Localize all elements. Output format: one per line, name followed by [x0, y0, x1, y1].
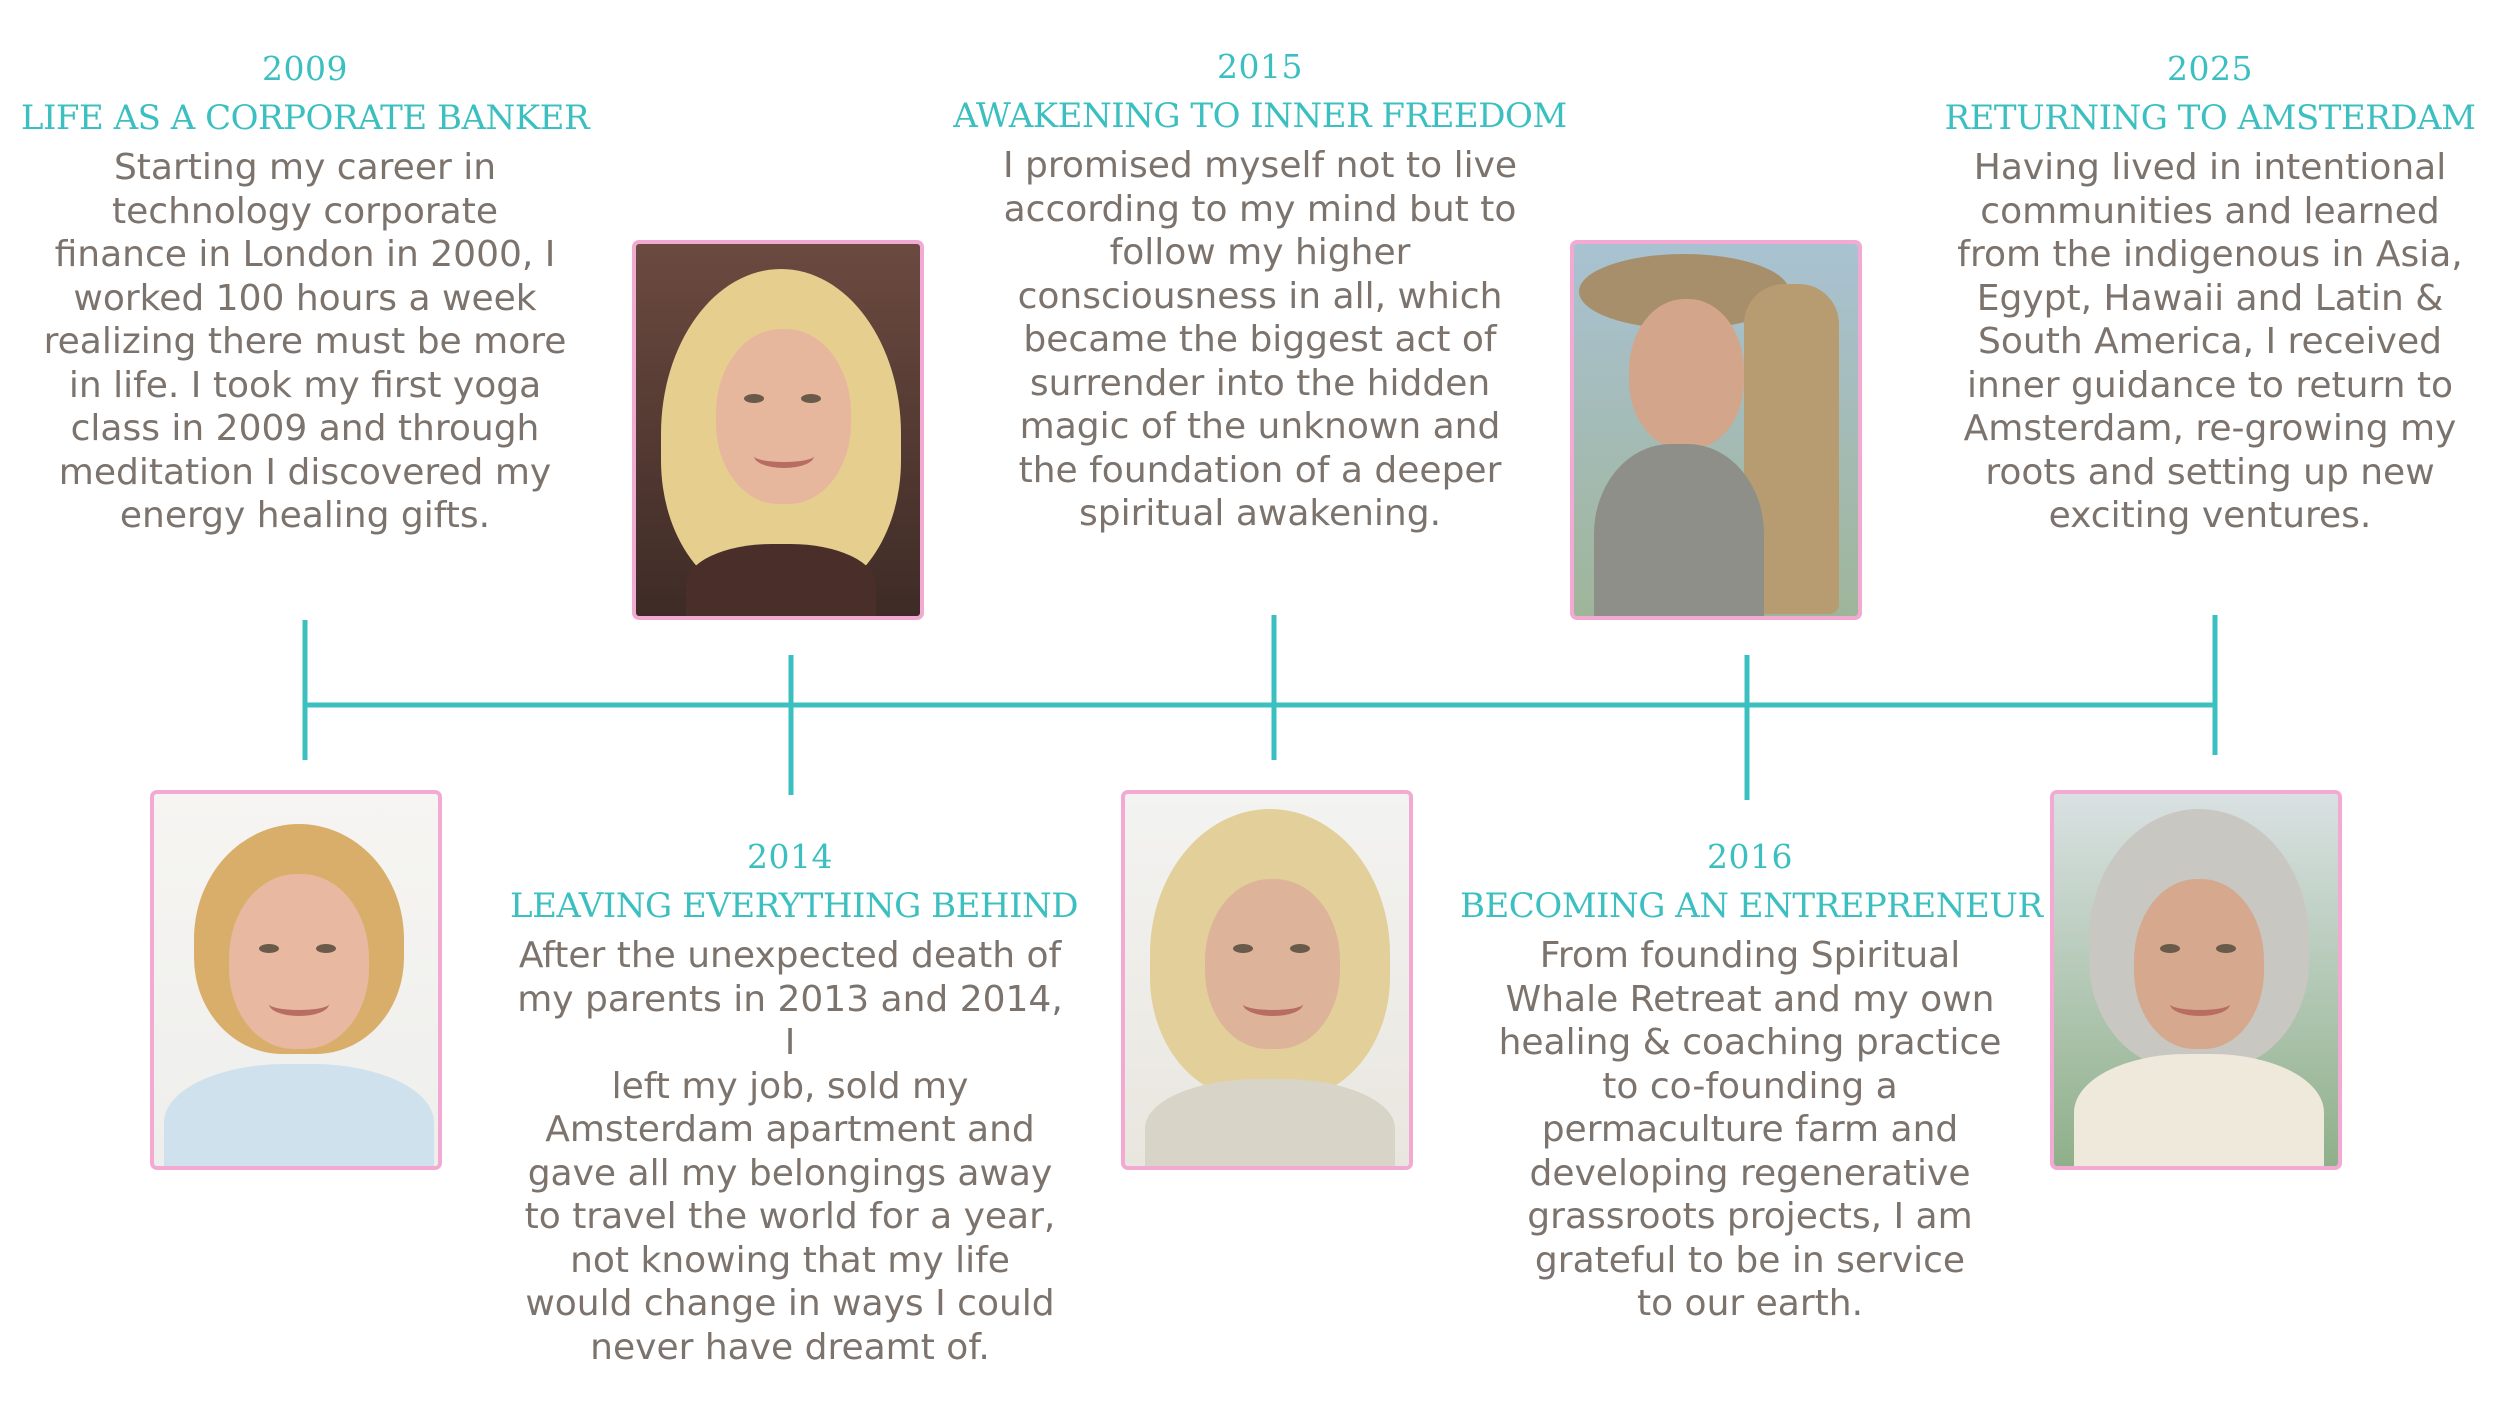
portrait-photo-2025	[2050, 790, 2342, 1170]
milestone-2009: 2009 LIFE AS A CORPORATE BANKER Starting…	[20, 50, 590, 538]
milestone-year: 2016	[1707, 837, 1793, 876]
portrait-photo-2015	[1121, 790, 1413, 1170]
portrait-photo-2016	[1570, 240, 1862, 620]
milestone-2014: 2014 LEAVING EVERYTHING BEHIND After the…	[510, 837, 1079, 1369]
milestone-title: LIFE AS A CORPORATE BANKER	[20, 97, 590, 138]
milestone-title: RETURNING TO AMSTERDAM	[1944, 97, 2477, 138]
portrait-photo-2009	[150, 790, 442, 1170]
milestone-2015: 2015 AWAKENING TO INNER FREEDOM I promis…	[950, 48, 1570, 536]
milestone-year: 2009	[262, 49, 348, 88]
milestone-title: AWAKENING TO INNER FREEDOM	[953, 95, 1567, 136]
milestone-title: LEAVING EVERYTHING BEHIND	[510, 885, 1079, 926]
milestone-year: 2015	[1217, 47, 1303, 86]
milestone-2025: 2025 RETURNING TO AMSTERDAM Having lived…	[1930, 50, 2490, 538]
milestone-year: 2025	[2167, 49, 2253, 88]
milestone-year: 2014	[747, 837, 833, 876]
milestone-title: BECOMING AN ENTREPRENEUR	[1460, 885, 2043, 926]
milestone-2016: 2016 BECOMING AN ENTREPRENEUR From found…	[1460, 837, 2043, 1326]
portrait-photo-2014	[632, 240, 924, 620]
